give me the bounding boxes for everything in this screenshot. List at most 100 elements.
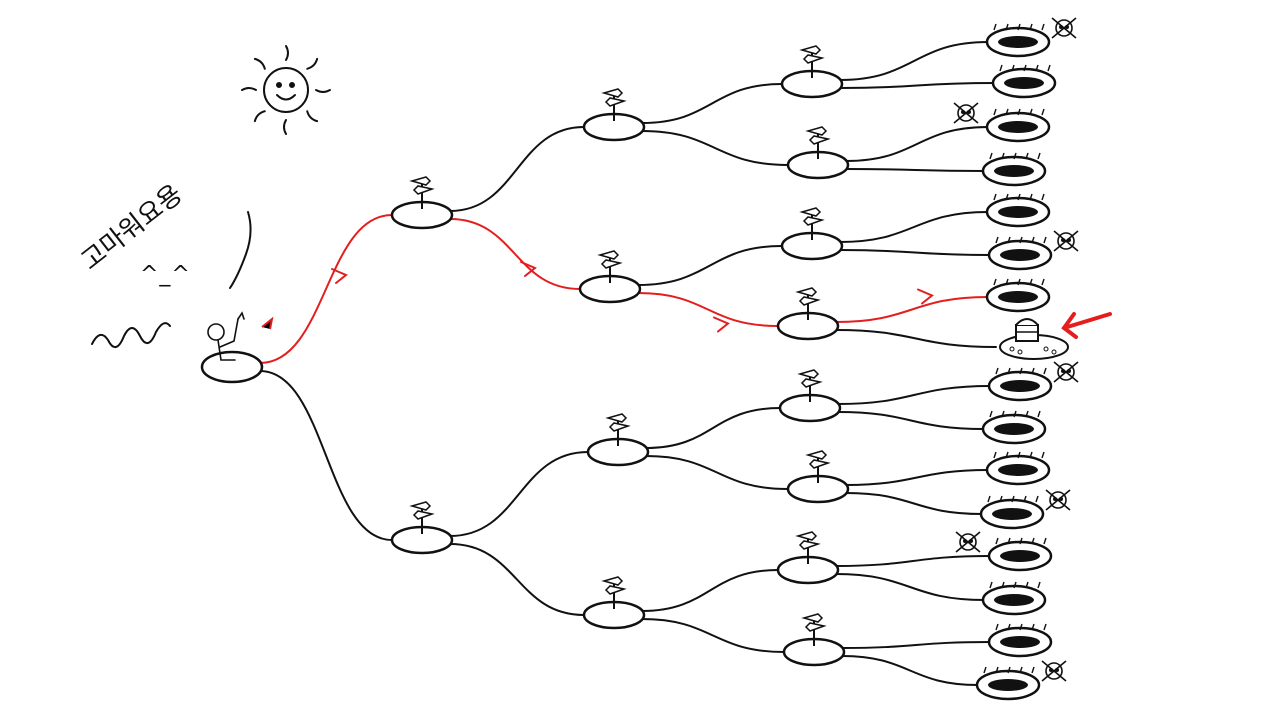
grass-tuft xyxy=(1047,64,1051,72)
chevron-right-icon xyxy=(520,261,537,277)
grass-tuft xyxy=(1001,152,1005,160)
signpost-node xyxy=(776,531,840,585)
signpost-node xyxy=(776,287,840,341)
branch-line xyxy=(645,455,789,490)
crossbone xyxy=(1041,660,1067,682)
crossbone xyxy=(955,531,981,553)
signpost-node xyxy=(780,45,844,99)
grass-tuft xyxy=(1031,666,1035,674)
signpost-icon xyxy=(795,287,821,320)
hole-leaf xyxy=(985,278,1051,313)
skull-icon xyxy=(1053,361,1079,383)
grass-tuft xyxy=(987,495,991,503)
signpost-node xyxy=(782,613,846,667)
figure-arm xyxy=(219,318,239,348)
sign-arrow xyxy=(600,259,623,269)
grass-tuft xyxy=(1001,410,1005,418)
grass-tuft xyxy=(989,152,993,160)
sun-smile xyxy=(276,94,296,101)
branch-line xyxy=(645,407,781,449)
hole-leaf xyxy=(981,152,1047,187)
grass-tuft xyxy=(1037,410,1041,418)
grass-tuft xyxy=(1019,666,1023,674)
highlighted-branch-line xyxy=(259,214,393,364)
signpost-node xyxy=(578,250,642,304)
sign-arrow xyxy=(412,185,435,195)
grass-tuft xyxy=(989,581,993,589)
grass-tuft xyxy=(1023,64,1027,72)
highlighted-branch-line xyxy=(637,292,779,327)
grass-tuft xyxy=(995,367,999,375)
grass-tuft xyxy=(1019,537,1023,545)
signpost-icon xyxy=(601,576,627,609)
sun-eye xyxy=(289,82,295,88)
grass-tuft xyxy=(1043,623,1047,631)
grass-tuft xyxy=(1013,410,1017,418)
grass-tuft xyxy=(1007,367,1011,375)
grass-tuft xyxy=(1035,64,1039,72)
sign-arrow xyxy=(802,54,825,64)
figure-head xyxy=(207,323,225,341)
tree-nodes xyxy=(200,45,850,667)
treasure-chest-icon xyxy=(1009,318,1057,355)
sun-ray xyxy=(315,89,331,93)
hole-leaf xyxy=(985,193,1051,228)
hole-leaf xyxy=(985,108,1051,143)
grass-tuft xyxy=(1007,623,1011,631)
sign-arrow xyxy=(799,45,822,55)
signpost-icon xyxy=(605,413,631,446)
hole-icon xyxy=(998,206,1038,218)
red-arrow-icon xyxy=(1061,312,1112,339)
sun-ray xyxy=(306,110,319,123)
sign-arrow xyxy=(412,510,435,520)
chevron-right-icon xyxy=(917,288,934,305)
signpost-icon xyxy=(797,369,823,402)
grass-tuft xyxy=(1043,236,1047,244)
grass-tuft xyxy=(995,236,999,244)
grass-tuft xyxy=(1029,23,1033,31)
sign-arrow xyxy=(409,501,432,511)
sign-arrow xyxy=(805,126,828,136)
branch-line xyxy=(845,168,985,172)
grass-tuft xyxy=(1041,23,1045,31)
node-stone xyxy=(200,350,264,384)
figure-hand xyxy=(237,311,245,320)
branch-line xyxy=(637,245,783,286)
crossbone xyxy=(953,102,979,124)
signpost-node xyxy=(786,126,850,180)
signpost-icon xyxy=(597,250,623,283)
hole-leaf xyxy=(985,23,1051,58)
grass-tuft xyxy=(1019,367,1023,375)
signpost-node xyxy=(390,176,454,230)
grass-tuft xyxy=(1017,108,1021,116)
coin xyxy=(1043,346,1049,352)
hole-leaf xyxy=(979,495,1045,530)
branch-line xyxy=(845,469,989,486)
branch-line xyxy=(841,655,979,686)
sign-arrow xyxy=(802,216,825,226)
sign-arrow xyxy=(608,422,631,432)
highlighted-branch-line xyxy=(449,218,581,290)
signpost-icon xyxy=(805,126,831,159)
hole-icon xyxy=(998,121,1038,133)
squiggle-line xyxy=(91,322,171,348)
arrow-head xyxy=(1061,312,1078,339)
signpost-icon xyxy=(801,613,827,646)
branch-line xyxy=(641,618,785,653)
branch-line xyxy=(449,451,589,537)
grass-tuft xyxy=(995,537,999,545)
sign-arrow xyxy=(601,88,624,98)
skull-icon xyxy=(1045,489,1071,511)
sign-arrow xyxy=(804,622,827,632)
grass-tuft xyxy=(993,193,997,201)
hole-icon xyxy=(988,679,1028,691)
sign-arrow xyxy=(801,613,824,623)
signpost-node xyxy=(582,88,646,142)
sign-arrow xyxy=(797,369,820,379)
grass-tuft xyxy=(1017,193,1021,201)
branch-line xyxy=(835,329,997,348)
crossbone xyxy=(1053,361,1079,383)
crossbone xyxy=(1053,230,1079,252)
sign-arrow xyxy=(808,135,831,145)
grass-tuft xyxy=(1041,278,1045,286)
